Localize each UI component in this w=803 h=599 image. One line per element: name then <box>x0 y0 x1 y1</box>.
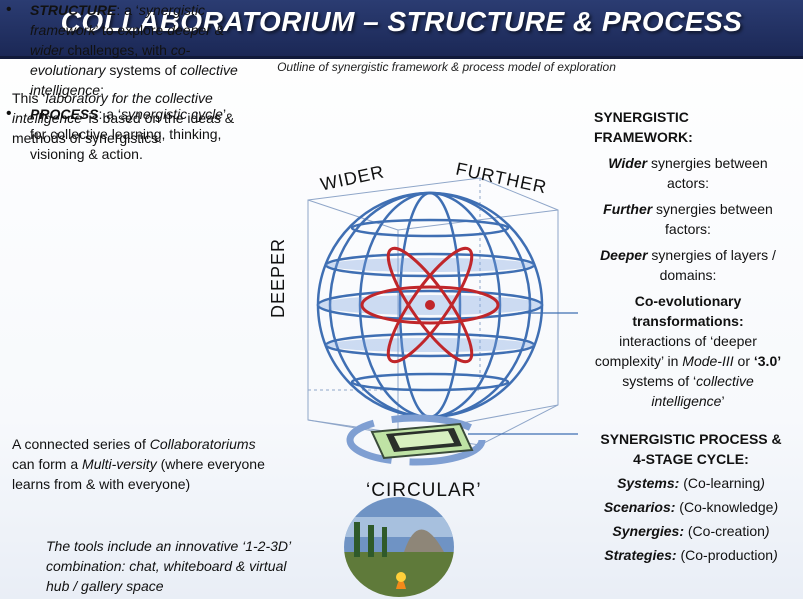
connected-part: can form a <box>12 456 83 472</box>
process-item-text: (Co-creation <box>684 523 765 539</box>
atom-nucleus <box>425 300 435 310</box>
atom-orbits <box>360 246 500 364</box>
bullet-emph: deeper & wider <box>30 22 225 58</box>
bullet-text: ’ to explore <box>95 22 168 38</box>
connected-part: A connected series of <box>12 436 150 452</box>
fw-text: synergies of layers / domains: <box>647 247 776 283</box>
process-item-text: (Co-production <box>676 547 774 563</box>
process-heading: SYNERGISTIC PROCESS & <box>600 431 782 447</box>
globe-bands <box>318 258 542 352</box>
bullet-head: STRUCTURE <box>30 2 117 18</box>
bullet-text: systems of <box>105 62 181 78</box>
bullet-emph: synergistic cycle <box>121 106 223 122</box>
label-deeper: DEEPER <box>268 237 288 318</box>
label-circular: ‘CIRCULAR’ <box>366 480 482 501</box>
process-item-end: ) <box>773 547 778 563</box>
process-item-text: (Co-learning <box>679 475 761 491</box>
process-item-bold: Synergies: <box>612 523 684 539</box>
cycle-icon <box>346 414 578 466</box>
bullet-head: PROCESS <box>30 106 99 122</box>
process-item-bold: Systems: <box>617 475 680 491</box>
process-panel: SYNERGISTIC PROCESS & 4-STAGE CYCLE: Sys… <box>596 429 786 565</box>
process-item-bold: Scenarios: <box>603 499 676 515</box>
bullet-text: challenges, with <box>63 42 171 58</box>
synergy-globe-diagram <box>307 177 578 466</box>
process-item-scenarios: Scenarios: (Co-knowledge) <box>596 497 786 517</box>
bullet-structure: STRUCTURE: a ‘synergistic framework’ to … <box>0 0 245 100</box>
fw-text: ’ <box>721 393 725 409</box>
bullet-list: STRUCTURE: a ‘synergistic framework’ to … <box>0 0 245 164</box>
framework-wider: Wider synergies between actors: <box>586 153 790 193</box>
process-item-end: ) <box>760 475 765 491</box>
framework-panel: SYNERGISTIC FRAMEWORK: Wider synergies b… <box>586 107 790 411</box>
bullet-text: ; <box>100 82 104 98</box>
fw-bold: Co-evolutionary transformations: <box>632 293 744 329</box>
bullet-text: : a ‘ <box>116 2 139 18</box>
fw-emph: Mode-III <box>682 353 734 369</box>
bullet-emph: co-evolutionary <box>30 42 191 78</box>
page-subtitle: Outline of synergistic framework & proce… <box>277 60 616 74</box>
fw-text: interactions of ‘deeper complexity’ in <box>594 333 757 369</box>
fw-bold: Further <box>603 201 653 217</box>
process-item-bold: Strategies: <box>604 547 677 563</box>
fw-bold: ‘3.0’ <box>753 353 782 369</box>
fw-text: or <box>733 353 754 369</box>
process-item-strategies: Strategies: (Co-production) <box>596 545 786 565</box>
virtual-hub-image <box>344 497 454 597</box>
bullet-emph: collective intelligence <box>30 62 238 98</box>
process-item-systems: Systems: (Co-learning) <box>596 473 786 493</box>
fw-emph: collective intelligence <box>651 373 754 409</box>
framework-deeper: Deeper synergies of layers / domains: <box>586 245 790 285</box>
fw-bold: Wider <box>608 155 648 171</box>
process-item-text: (Co-knowledge <box>675 499 774 515</box>
framework-coevo: Co-evolutionary transformations: interact… <box>586 291 790 411</box>
fw-text: systems of ‘ <box>622 373 697 389</box>
connected-text: A connected series of Collaboratoriums c… <box>12 434 272 494</box>
process-item-synergies: Synergies: (Co-creation) <box>596 521 786 541</box>
connected-emph: Collaboratoriums <box>149 436 256 452</box>
fw-text: synergies between actors: <box>647 155 768 191</box>
connected-part: (where everyone learns from & with every… <box>12 456 265 492</box>
framework-further: Further synergies between factors: <box>586 199 790 239</box>
connected-emph: Multi-versity <box>82 456 157 472</box>
fw-text: synergies between factors: <box>652 201 773 237</box>
process-heading: 4-STAGE CYCLE: <box>633 451 749 467</box>
framework-heading: SYNERGISTIC FRAMEWORK: <box>594 109 693 145</box>
tools-text: The tools include an innovative ‘1-2-3D’… <box>46 538 291 594</box>
process-item-end: ) <box>773 499 779 515</box>
bullet-emph: synergistic framework <box>30 2 206 38</box>
bullet-text: ’ for collective learning, thinking, vis… <box>30 106 226 162</box>
process-item-end: ) <box>764 523 770 539</box>
fw-bold: Deeper <box>600 247 648 263</box>
bullet-process: PROCESS: a ‘synergistic cycle’ for colle… <box>0 104 245 164</box>
bullet-text: : a ‘ <box>98 106 122 122</box>
